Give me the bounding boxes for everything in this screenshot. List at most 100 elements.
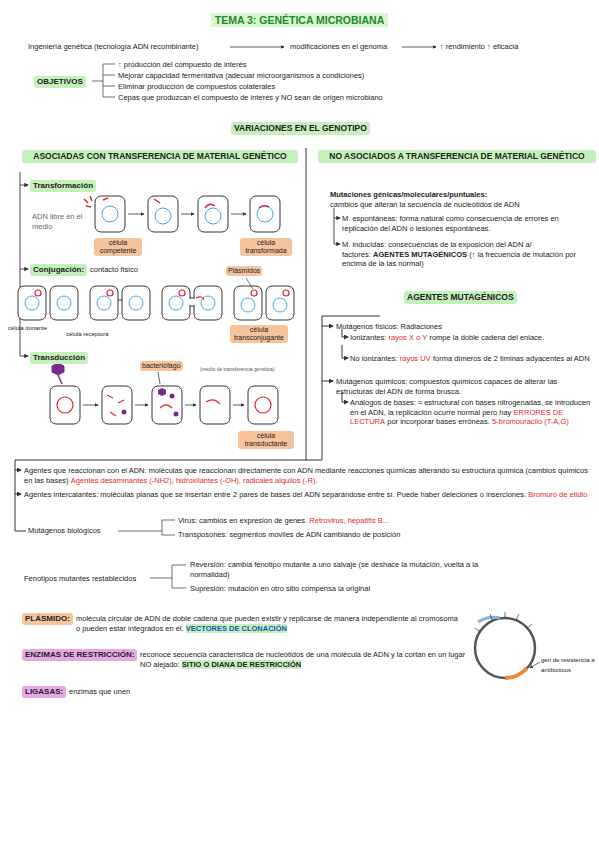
transduction-figure-stroke-stroke [174, 412, 179, 417]
transduction-figure-stroke-stroke [158, 388, 166, 396]
label-text: VECTORES DE CLONACIÓN [186, 624, 287, 633]
transformation-figure-stroke [84, 196, 269, 208]
transduction-figure-stroke-stroke [255, 397, 271, 413]
tag-text: AGENTES MUTAGÉNICOS [407, 292, 514, 302]
label-text: Mutaciones génicas/moleculares/puntuales… [330, 190, 487, 199]
transformation-figure-stroke [95, 196, 125, 232]
highlighted-term: rayos UV [400, 354, 431, 363]
plasmid-figure [475, 612, 540, 678]
note-text: contacto físico [90, 265, 240, 275]
conjugation-figure-stroke-stroke [273, 298, 287, 312]
bio-bracket-stroke [150, 578, 172, 579]
transformation-figure-stroke-stroke [181, 214, 194, 215]
note-text: No ionizantes:rayos UVforma dímeros de 2… [350, 354, 592, 364]
bio-bracket-stroke [118, 531, 162, 532]
note-text: Transposones: segmentos móviles de ADN c… [178, 530, 588, 540]
conjugation-figure-stroke-stroke [57, 296, 71, 310]
note-text: célula donante [8, 323, 68, 333]
transduction-figure-stroke [83, 372, 244, 405]
objectives-tag: OBJETIVOS [34, 76, 86, 88]
section-dividers-stroke [322, 316, 323, 460]
label-text: Mejorar capacidad fermentativa (adecuar … [118, 71, 364, 80]
highlighted-term: Agentes desaminantes (-NH2), hidroxilant… [71, 476, 318, 485]
section-dividers-stroke [15, 460, 322, 461]
section-dividers-stroke [15, 531, 26, 532]
note-text: modificaciones en el genoma [290, 42, 402, 52]
transduction-figure-stroke-stroke [135, 405, 148, 406]
label-text: Reversión: cambia fenotipo mutante a uno… [190, 560, 478, 579]
objectives-bracket-stroke [103, 86, 115, 87]
section-heading: ASOCIADAS CON TRANSFERENCIA DE MATERIAL … [22, 150, 298, 163]
plasmid-tag: Plásmidos [226, 266, 262, 276]
label-text: ↑ rendimiento ↑ eficacia [440, 42, 518, 51]
cell-tag: célula competente [94, 238, 142, 256]
transduction-figure-stroke [50, 386, 80, 424]
label-text: enzimas que unen [69, 687, 130, 696]
label-text: Mutágenos biológicos [28, 526, 101, 535]
note-text: gen de resistencia a antibióticos [541, 655, 597, 674]
transformation-figure-stroke-stroke [90, 196, 92, 201]
mechanism-tag: Transducción [30, 352, 88, 364]
transformation-figure-stroke-stroke [154, 199, 160, 203]
label-text: forma dímeros de 2 timinas adyacentes al… [433, 354, 590, 363]
note-text: (medio de transferencia genética) [200, 364, 300, 374]
note-text: Fenotipos mutantes restablecidos [24, 574, 154, 584]
note-text: Mutágenos químicos: compuestos químicos … [336, 377, 592, 396]
transformation-figure-stroke [148, 196, 178, 232]
transduction-figure-stroke-stroke [57, 397, 73, 413]
note-text: ↑ rendimiento ↑ eficacia [440, 42, 590, 52]
transformation-figure-stroke [250, 196, 280, 232]
transduction-figure-stroke [57, 395, 271, 416]
top-arrows-stroke [402, 47, 436, 48]
label-text: ADN libre en el medio [32, 212, 82, 231]
hook-arrows [20, 172, 340, 356]
bio-bracket-stroke [172, 565, 186, 566]
section-dividers-stroke [15, 460, 16, 531]
note-text: Análogos de bases: ≈ estructural con bas… [350, 398, 592, 427]
label-text: M. espontáneas: forma natural como conse… [342, 214, 559, 233]
note-text: Virus: cambios en expresión de genes.Ret… [178, 516, 588, 526]
section-heading: AGENTES MUTAGÉNICOS [404, 291, 517, 304]
transduction-figure-stroke-stroke [107, 395, 113, 398]
highlighted-term: Retrovirus, hepatitis B… [309, 516, 390, 525]
transformation-figure-stroke-stroke [103, 198, 108, 200]
label-text: Fenotipos mutantes restablecidos [24, 574, 136, 583]
tag-text: ASOCIADAS CON TRANSFERENCIA DE MATERIAL … [33, 151, 286, 161]
conjugation-figure-stroke [118, 300, 122, 301]
label-text: por incorporar bases erróneas. [387, 417, 490, 426]
conjugation-figure-stroke-stroke [169, 296, 183, 310]
transduction-figure-stroke-stroke [233, 405, 244, 406]
transduction-figure-stroke [102, 386, 132, 424]
conjugation-figure-stroke [122, 286, 150, 320]
conjugation-figure-stroke-stroke [35, 290, 41, 296]
conjugation-figure-stroke-stroke [283, 290, 289, 296]
objectives-bracket-stroke [103, 64, 104, 97]
transduction-figure-stroke-stroke [83, 405, 98, 406]
tag-text: célula transformada [245, 239, 286, 254]
label-text: modificaciones en el genoma [290, 42, 387, 51]
plasmid-figure-stroke [475, 618, 535, 678]
note-text: reconoce secuencia característica de nuc… [140, 650, 470, 669]
transformation-figure-stroke-stroke [231, 214, 246, 215]
note-text: ↑ producción del compuesto de interés [118, 60, 588, 70]
conjugation-figure-stroke [189, 306, 195, 307]
plasmid-figure-stroke [475, 612, 540, 668]
label-text: Eliminar producción de compuestos colate… [118, 82, 275, 91]
label-text: rompe la doble cadena del enlace. [429, 333, 544, 342]
label-text: Cepas que produzcan el compuesto de inte… [118, 93, 383, 102]
transduction-figure-stroke-stroke [158, 372, 160, 384]
note-text: Cepas que produzcan el compuesto de inte… [118, 93, 588, 103]
label-text: célula receptora [66, 331, 109, 337]
bio-bracket-stroke [162, 535, 175, 536]
note-text: Mutágenos físicos: Radiaciones [336, 322, 591, 332]
label-text: ↑ producción del compuesto de interés [118, 60, 246, 69]
label-text: gen de resistencia a antibióticos [541, 657, 595, 673]
tag-text: Plásmidos [228, 267, 260, 274]
objectives-bracket-stroke [103, 75, 115, 76]
note-text: Mutágenos biológicos [28, 526, 118, 536]
label-text: célula donante [8, 325, 47, 331]
term-tag: LIGASAS: [22, 686, 66, 698]
term-tag: ENZIMAS DE RESTRICCIÓN: [22, 649, 137, 661]
conjugation-figure-stroke [266, 286, 294, 320]
transduction-figure-stroke-stroke [110, 412, 116, 416]
